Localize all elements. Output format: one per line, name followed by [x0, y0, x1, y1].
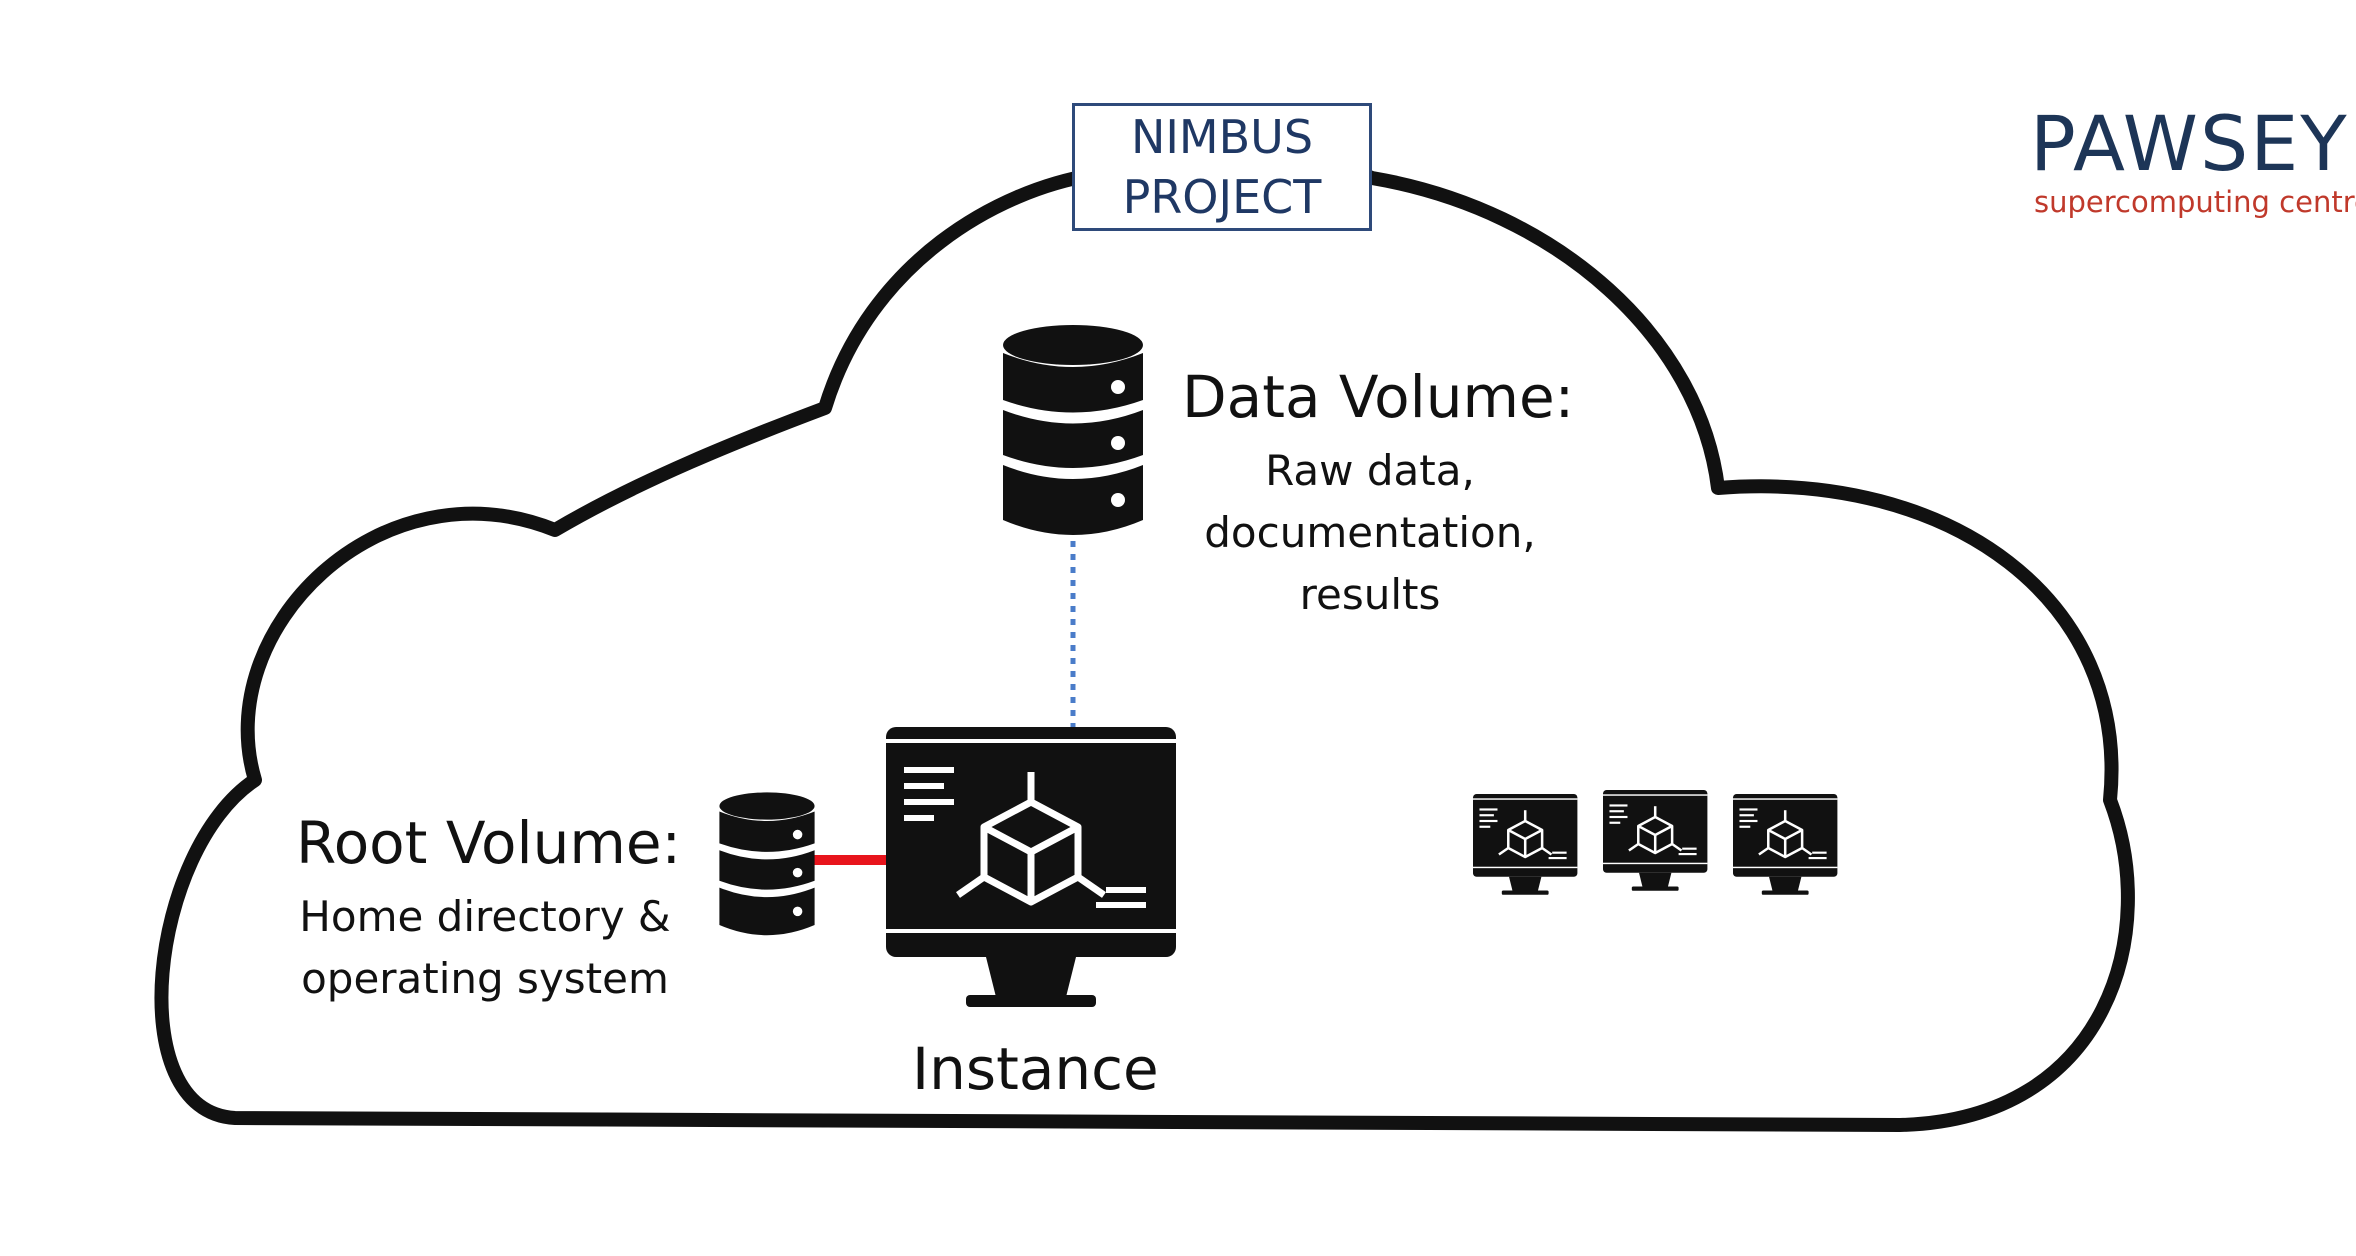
root-volume-description: Home directory & operating system: [290, 886, 680, 1010]
project-label-box: NIMBUS PROJECT: [1072, 103, 1372, 231]
data-volume-description: Raw data, documentation, results: [1180, 440, 1560, 626]
pawsey-logo-tagline: supercomputing centre: [2034, 185, 2356, 219]
pawsey-logo-wordmark: PAWSEY: [2030, 99, 2349, 188]
data-volume-line: documentation,: [1204, 508, 1536, 557]
root-volume-line: operating system: [301, 954, 669, 1003]
data-volume-line: Raw data,: [1265, 446, 1475, 495]
instance-label: Instance: [912, 1035, 1159, 1103]
data-volume-database-icon: [1003, 325, 1143, 535]
project-label-line2: PROJECT: [1122, 170, 1322, 224]
root-volume-line: Home directory &: [299, 892, 671, 941]
project-label-line1: NIMBUS: [1130, 110, 1314, 164]
root-volume-database-icon: [719, 792, 815, 936]
data-volume-title: Data Volume:: [1182, 363, 1575, 431]
root-volume-title: Root Volume:: [296, 809, 682, 877]
data-volume-line: results: [1299, 570, 1441, 619]
